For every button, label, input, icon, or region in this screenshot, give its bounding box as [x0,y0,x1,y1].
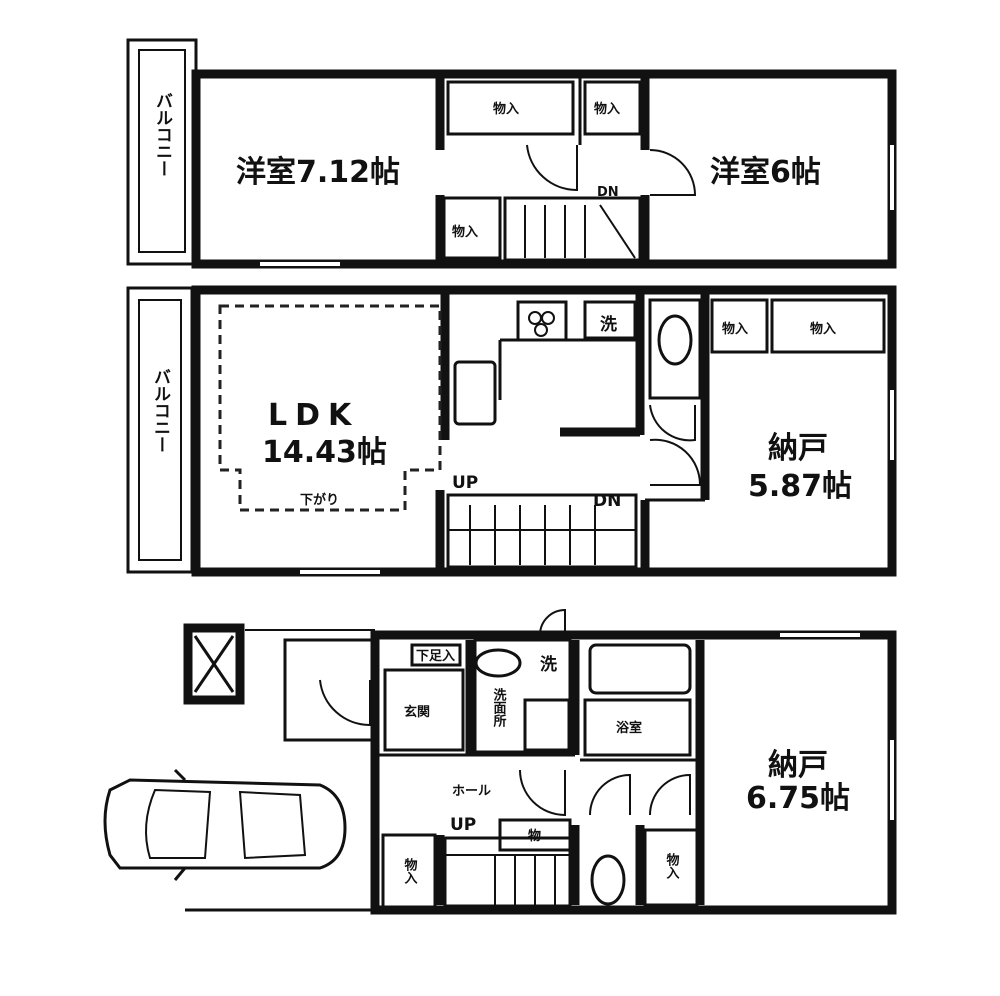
closet-1f-left [381,833,437,909]
entrance-label: 玄関 [404,704,430,720]
storage-size-2f: 5.87帖 [748,469,852,504]
ldk-ceiling-outline [218,304,442,512]
closet-right-label-1f: 物入 [664,852,680,879]
floor1-outline [370,630,897,915]
washer-2f [583,300,637,340]
wash-basin [474,648,522,678]
storage-label-1f: 納戸 [768,748,828,783]
storage-label-2f: 納戸 [768,431,828,466]
stair-down-2f: DN [593,491,621,511]
entrance [383,668,465,752]
washroom-label: 洗面所 [491,687,507,728]
door-1f-wc [589,773,631,816]
closet-small-label-1f: 物 [528,828,541,844]
toilet-1f [590,854,626,906]
closet-3f-1: 物入 [493,101,519,117]
bathtub [588,643,692,695]
stove [516,300,568,342]
door-2f-wc [649,404,696,442]
room-western-left: 洋室7.12帖 [236,155,400,190]
door-2f-storage [649,438,702,486]
closet-2f-2: 物入 [810,321,836,337]
room-western-right: 洋室6帖 [710,155,821,190]
washroom [473,638,572,754]
bath-label: 浴室 [616,720,642,736]
door-1f-storage [649,773,691,816]
stairs-1f [443,836,572,908]
kitchen-sink [453,360,497,426]
closet-3f-3: 物入 [452,224,478,240]
door-3f-left [526,144,578,192]
shoe-box [410,643,462,667]
stair-up-1f: UP [450,815,476,835]
stair-up-2f: UP [452,473,478,493]
closet-1f-small [498,818,572,852]
second-floor: バルコニー LDK 14.43帖 下がり 洗 物入 物入 納戸 5.87帖 UP… [126,285,897,577]
shoe-box-label: 下足入 [416,649,455,664]
closet-3f-2: 物入 [594,101,620,117]
hall-label: ホール [452,784,491,799]
door-3f-right [649,149,697,196]
ceiling-label: 下がり [300,492,339,508]
door-1f-wash [539,608,566,636]
third-floor: バルコニー 洋室7.12帖 洋室6帖 物入 物入 物入 DN [126,38,897,269]
washer-label-2f: 洗 [600,314,617,335]
closet-left-label-1f: 物入 [402,857,418,884]
toilet-room-2f [648,298,702,400]
stair-down-3f: DN [597,185,619,200]
washer-1f [523,698,571,752]
balcony-label-2f: バルコニー [150,368,171,453]
toilet-2f [657,314,693,366]
washer-label-1f: 洗 [540,654,557,675]
vent-box [183,623,245,705]
car-icon [103,768,347,881]
door-1f-hall [519,769,566,817]
stairs-3f [503,196,642,262]
storage-size-1f: 6.75帖 [746,781,850,816]
ldk-label: LDK [268,398,359,433]
closet-1f-right [643,828,699,907]
balcony-label-3f: バルコニー [152,92,173,177]
closet-2f-1: 物入 [722,321,748,337]
first-floor: 下足入 玄関 洗面所 洗 浴室 ホール UP 物 物入 物入 納戸 6.75帖 [103,608,897,915]
ldk-size: 14.43帖 [262,435,387,470]
bathroom [583,698,692,757]
